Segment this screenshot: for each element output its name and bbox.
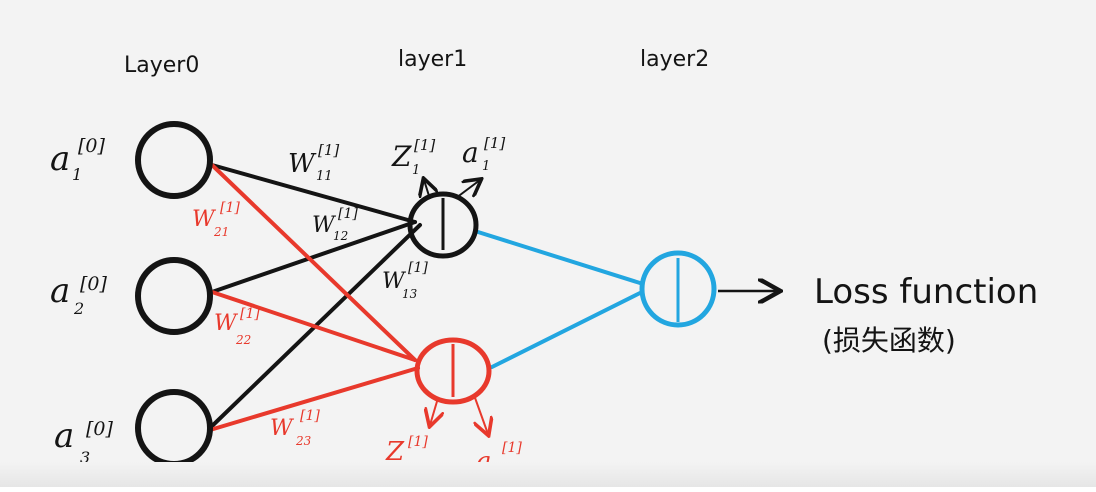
layer2-title: layer2 bbox=[640, 47, 709, 72]
edge-input3-hidden2 bbox=[208, 366, 420, 432]
svg-text:[1]: [1] bbox=[318, 141, 339, 159]
black-connections bbox=[208, 163, 422, 430]
svg-text:W: W bbox=[382, 269, 407, 294]
svg-text:a: a bbox=[50, 271, 70, 311]
edge-input1-hidden2 bbox=[210, 163, 417, 362]
svg-text:[1]: [1] bbox=[414, 136, 435, 154]
weight-label-w13: W [1] 13 bbox=[382, 260, 428, 301]
svg-text:Z: Z bbox=[391, 140, 412, 173]
svg-text:11: 11 bbox=[316, 169, 333, 184]
svg-text:[1]: [1] bbox=[408, 434, 428, 450]
svg-text:[0]: [0] bbox=[78, 135, 106, 157]
loss-function-label: Loss function bbox=[814, 272, 1038, 312]
svg-text:W: W bbox=[270, 416, 295, 441]
a1-label: a [1] 1 bbox=[462, 134, 505, 174]
a1-arrow bbox=[455, 180, 480, 199]
svg-text:W: W bbox=[312, 213, 337, 238]
svg-text:2: 2 bbox=[73, 299, 84, 318]
weight-label-w12: W [1] 12 bbox=[312, 206, 358, 243]
svg-text:a: a bbox=[54, 416, 74, 456]
z1-arrow bbox=[424, 180, 430, 200]
z2-arrow bbox=[430, 397, 438, 425]
svg-text:[0]: [0] bbox=[86, 418, 114, 440]
input-neuron-1 bbox=[135, 121, 213, 199]
layer1-title: layer1 bbox=[398, 47, 467, 72]
svg-text:[0]: [0] bbox=[80, 273, 108, 295]
edge-input2-hidden1 bbox=[210, 220, 417, 294]
svg-text:[1]: [1] bbox=[484, 134, 505, 152]
svg-text:[1]: [1] bbox=[408, 260, 428, 276]
loss-function-label-cn: (损失函数) bbox=[822, 324, 956, 357]
svg-text:1: 1 bbox=[72, 165, 82, 184]
svg-text:W: W bbox=[214, 311, 239, 336]
layer0-title: Layer0 bbox=[124, 53, 199, 78]
hidden-neuron-2 bbox=[414, 337, 492, 405]
red-connections bbox=[208, 163, 420, 432]
z1-label: Z [1] 1 bbox=[391, 136, 435, 178]
hidden-neuron-1 bbox=[407, 191, 479, 259]
bottom-edge bbox=[0, 462, 1096, 487]
svg-text:[1]: [1] bbox=[300, 408, 320, 424]
svg-text:[1]: [1] bbox=[220, 200, 240, 216]
svg-text:Z: Z bbox=[385, 437, 405, 467]
weight-label-w11: W [1] 11 bbox=[288, 141, 339, 184]
output-neuron bbox=[639, 250, 717, 328]
blue-connections bbox=[476, 230, 642, 369]
svg-text:a: a bbox=[462, 136, 479, 169]
a2-arrow bbox=[473, 394, 488, 434]
edge-hidden1-output bbox=[476, 230, 642, 285]
svg-text:21: 21 bbox=[213, 225, 229, 239]
svg-text:23: 23 bbox=[295, 434, 312, 448]
svg-text:W: W bbox=[288, 149, 317, 179]
svg-text:1: 1 bbox=[412, 163, 420, 178]
svg-text:[1]: [1] bbox=[338, 206, 358, 222]
svg-text:[1]: [1] bbox=[240, 306, 260, 322]
svg-text:W: W bbox=[192, 207, 217, 232]
weight-label-w23: W [1] 23 bbox=[270, 408, 320, 448]
svg-text:1: 1 bbox=[482, 159, 490, 174]
input-label-1: a [0] 1 bbox=[50, 135, 106, 184]
weight-label-w21: W [1] 21 bbox=[192, 200, 240, 239]
svg-text:3: 3 bbox=[80, 448, 90, 467]
input-label-2: a [0] 2 bbox=[50, 271, 108, 318]
svg-text:[1]: [1] bbox=[502, 440, 522, 456]
svg-text:a: a bbox=[50, 139, 70, 179]
svg-text:22: 22 bbox=[235, 333, 251, 347]
edge-hidden2-output bbox=[490, 291, 642, 369]
input-neuron-3 bbox=[135, 389, 213, 467]
input-neuron-2 bbox=[135, 257, 213, 335]
edge-input2-hidden2 bbox=[210, 290, 417, 362]
svg-text:13: 13 bbox=[402, 287, 418, 301]
weight-label-w22: W [1] 22 bbox=[214, 306, 260, 347]
svg-text:12: 12 bbox=[333, 229, 348, 243]
input-label-3: a [0] 3 bbox=[54, 416, 114, 467]
edge-input1-hidden1 bbox=[210, 163, 417, 224]
